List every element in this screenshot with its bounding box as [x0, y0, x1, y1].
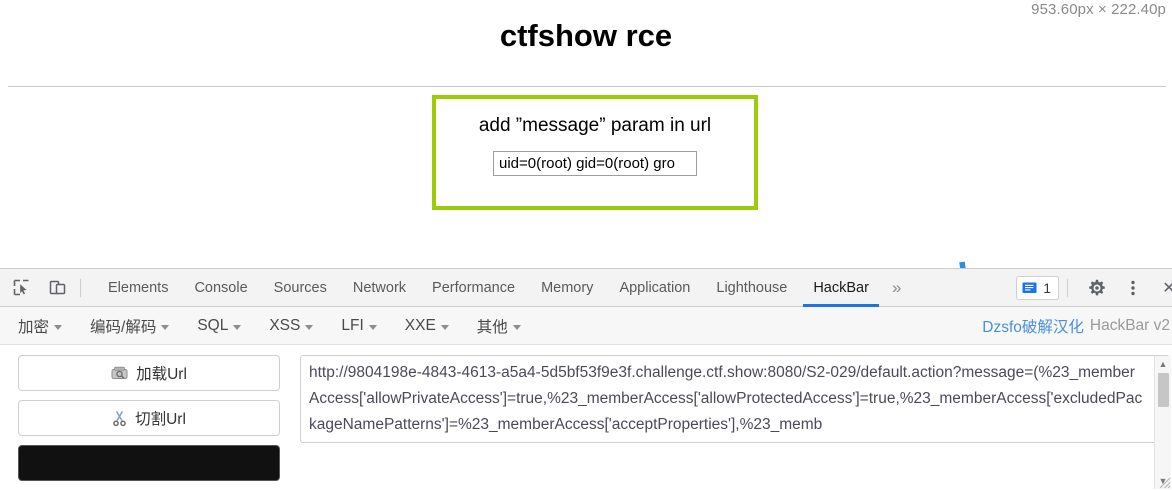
split-url-button[interactable]: 切割Url: [18, 400, 280, 436]
chevron-down-icon: [305, 324, 314, 330]
devtools-panel: Elements Console Sources Network Perform…: [0, 268, 1172, 490]
url-area-wrapper: http://9804198e-4843-4613-a5a4-5d5bf53f9…: [280, 355, 1172, 490]
hackbar-menu-label: XXE: [404, 316, 436, 334]
hackbar-menu-label: SQL: [197, 316, 229, 334]
gear-icon[interactable]: [1082, 273, 1112, 303]
close-icon[interactable]: ✕: [1162, 280, 1172, 297]
chevron-down-icon: [161, 324, 170, 330]
url-input-scrollbar[interactable]: ▲ ▼: [1154, 356, 1171, 489]
load-url-button-label: 加载Url: [136, 366, 187, 383]
url-input[interactable]: http://9804198e-4843-4613-a5a4-5d5bf53f9…: [300, 355, 1170, 443]
hackbar-brand-link[interactable]: Dzsfo破解汉化: [982, 319, 1084, 336]
tab-console[interactable]: Console: [194, 279, 248, 296]
chevron-down-icon: [512, 324, 521, 330]
inspect-element-icon[interactable]: [6, 273, 36, 303]
horizontal-rule: [8, 86, 1166, 87]
load-url-button[interactable]: 加载Url: [18, 355, 280, 391]
hackbar-menu-xss[interactable]: XSS: [269, 316, 314, 335]
hackbar-menu-label: 加密: [18, 318, 50, 336]
tab-sources[interactable]: Sources: [273, 279, 327, 296]
resize-grip-icon[interactable]: [1156, 474, 1171, 489]
load-url-icon: [111, 366, 128, 379]
result-box: add ”message” param in url uid=0(root) g…: [432, 95, 758, 210]
tab-application[interactable]: Application: [619, 279, 691, 296]
tab-hackbar[interactable]: HackBar: [800, 269, 882, 307]
hackbar-menu-lfi[interactable]: LFI: [341, 316, 377, 335]
result-heading: add ”message” param in url: [478, 115, 712, 136]
message-icon: [1022, 282, 1037, 293]
devtools-tabbar-actions: 1 ✕: [1016, 269, 1172, 307]
actions-divider: [1067, 279, 1068, 297]
devtools-tab-list: Elements Console Sources Network Perform…: [95, 269, 911, 307]
message-count-label: 1: [1043, 280, 1051, 296]
hackbar-button-column: 加载Url 切割Url: [18, 355, 280, 490]
page-title: ctfshow rce: [499, 18, 673, 53]
devtools-tabbar: Elements Console Sources Network Perform…: [0, 269, 1172, 307]
hackbar-version-label: HackBar v2: [1089, 317, 1170, 334]
hackbar-menu-encrypt[interactable]: 加密: [18, 315, 63, 337]
chevron-down-icon: [368, 324, 377, 330]
command-output-field: uid=0(root) gid=0(root) gro: [493, 151, 697, 176]
more-tabs-icon[interactable]: »: [891, 277, 902, 297]
kebab-menu-icon[interactable]: [1118, 273, 1148, 303]
tab-memory[interactable]: Memory: [541, 279, 594, 296]
tab-elements[interactable]: Elements: [108, 279, 169, 296]
web-page-content: 953.60px × 222.40p ctfshow rce add ”mess…: [8, 1, 1166, 210]
chevron-down-icon: [54, 324, 63, 330]
hackbar-menu-label: XSS: [269, 316, 301, 334]
device-toolbar-icon[interactable]: [42, 273, 72, 303]
hackbar-menubar: 加密 编码/解码 SQL XSS LFI XXE: [0, 307, 1172, 345]
tab-network[interactable]: Network: [352, 279, 407, 296]
hackbar-menu-xxe[interactable]: XXE: [405, 317, 449, 335]
hackbar-menu-label: 其他: [476, 318, 508, 336]
scissors-icon: [113, 410, 126, 426]
hackbar-menu-label: LFI: [341, 316, 364, 334]
hackbar-panel: 加密 编码/解码 SQL XSS LFI XXE: [0, 307, 1172, 490]
hackbar-menu-label: 编码/解码: [90, 318, 157, 336]
hackbar-menu-other[interactable]: 其他: [477, 315, 521, 337]
tab-lighthouse[interactable]: Lighthouse: [716, 279, 788, 296]
scroll-up-icon[interactable]: ▲: [1158, 359, 1168, 369]
split-url-button-label: 切割Url: [135, 411, 186, 428]
hackbar-brand: Dzsfo破解汉化 HackBar v2: [982, 307, 1172, 345]
tab-performance[interactable]: Performance: [432, 279, 516, 296]
scrollbar-thumb[interactable]: [1157, 373, 1169, 407]
element-dimensions-overlay: 953.60px × 222.40p: [1031, 1, 1166, 18]
console-message-count-button[interactable]: 1: [1016, 276, 1059, 300]
chevron-down-icon: [440, 324, 449, 330]
toolbar-divider: [80, 278, 81, 297]
hackbar-menu-sql[interactable]: SQL: [197, 316, 242, 335]
chevron-down-icon: [233, 324, 242, 330]
execute-button[interactable]: [18, 445, 280, 481]
hackbar-body: 加载Url 切割Url http://9804198e-4843-4613-a5…: [0, 345, 1172, 490]
hackbar-menu-encode-decode[interactable]: 编码/解码: [90, 315, 170, 337]
